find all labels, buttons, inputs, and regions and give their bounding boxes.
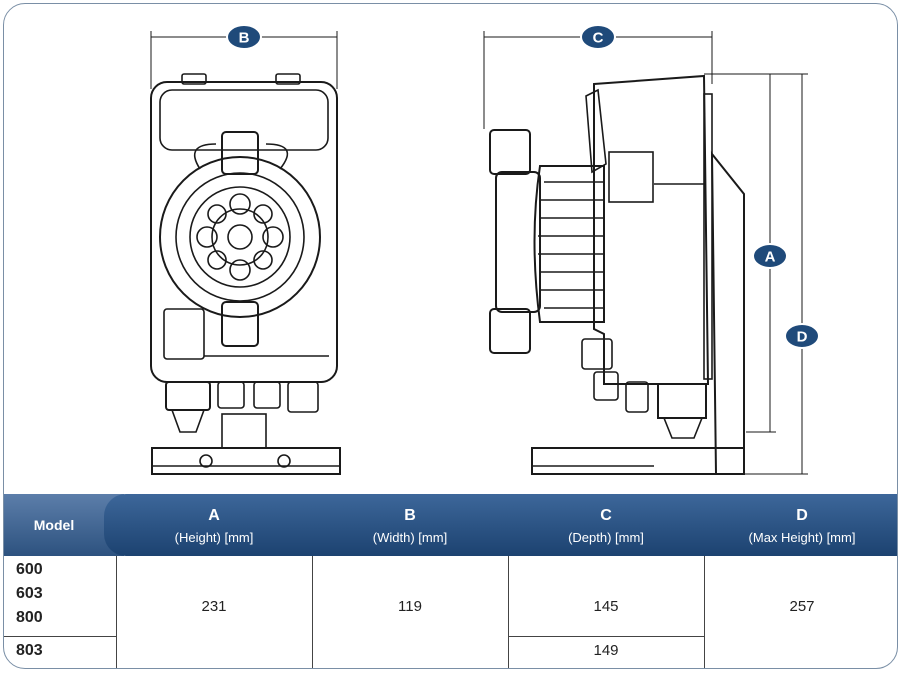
front-view [150, 31, 341, 475]
model-group-1: 600 603 800 [16, 558, 43, 630]
grid-line [4, 636, 116, 637]
dimension-table: Model A (Height) [mm] B (Width) [mm] C (… [4, 494, 897, 668]
model-803: 803 [16, 642, 43, 659]
header-c: C (Depth) [mm] [508, 494, 704, 556]
grid-line [116, 556, 117, 668]
header-c-letter: C [600, 507, 612, 524]
dim-badge-d: D [784, 323, 820, 349]
header-d: D (Max Height) [mm] [704, 494, 897, 556]
spec-sheet-frame: B C A D Model A (Height) [mm] B (Widt [3, 3, 898, 669]
header-b: B (Width) [mm] [312, 494, 508, 556]
header-band [104, 494, 897, 556]
header-d-letter: D [796, 507, 808, 524]
pump-body-front [150, 81, 338, 383]
model-800: 800 [16, 609, 43, 626]
value-c-group1: 145 [593, 598, 619, 615]
motor-fins [533, 165, 605, 323]
grid-line [312, 556, 313, 668]
model-603: 603 [16, 585, 43, 602]
value-a: 231 [201, 598, 227, 615]
dim-badge-c: C [580, 24, 616, 50]
grid-line [508, 556, 509, 668]
pump-base-side [531, 447, 745, 475]
side-view [483, 31, 808, 475]
grid-line [508, 636, 704, 637]
dim-label-c: C [593, 30, 604, 47]
table-header: Model A (Height) [mm] B (Width) [mm] C (… [4, 494, 897, 556]
dim-label-b: B [239, 30, 250, 47]
model-header: Model [33, 517, 75, 533]
header-b-unit: (Width) [mm] [372, 530, 448, 545]
model-600: 600 [16, 561, 43, 578]
dim-label-d: D [797, 329, 808, 346]
header-a: A (Height) [mm] [116, 494, 312, 556]
dim-badge-b: B [226, 24, 262, 50]
wall-bracket [710, 151, 745, 475]
value-c-group2: 149 [593, 642, 619, 659]
header-a-unit: (Height) [mm] [174, 530, 254, 545]
dim-label-a: A [765, 249, 776, 266]
header-b-letter: B [404, 507, 416, 524]
value-d: 257 [789, 598, 815, 615]
dim-badge-a: A [752, 243, 788, 269]
table-body: 600 603 800 803 231 119 145 149 257 [4, 556, 897, 668]
model-group-2: 803 [16, 639, 43, 663]
pump-drawing: B C A D [150, 24, 820, 475]
header-d-unit: (Max Height) [mm] [748, 530, 856, 545]
pump-body-side [593, 74, 710, 385]
pump-base-front [151, 447, 341, 475]
header-a-letter: A [208, 507, 220, 524]
header-c-unit: (Depth) [mm] [568, 530, 644, 545]
grid-line [704, 556, 705, 668]
value-b: 119 [398, 598, 422, 615]
